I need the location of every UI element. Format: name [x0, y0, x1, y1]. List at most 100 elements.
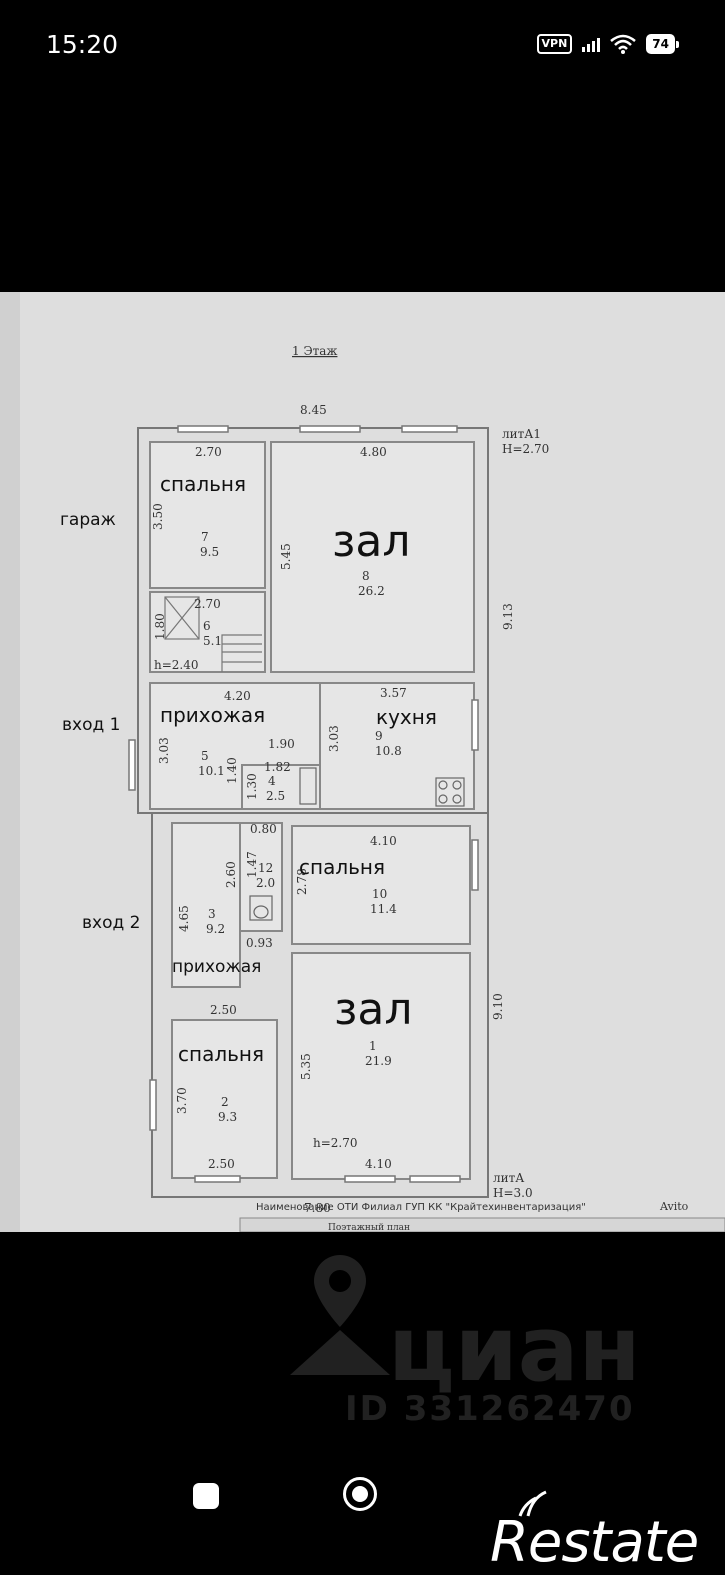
dim-913: 9.13 — [501, 603, 515, 630]
garage-label: гараж — [60, 510, 116, 530]
room-7-area: 9.5 — [200, 545, 219, 559]
room-5-number: 5 — [201, 749, 209, 763]
dim-080: 0.80 — [250, 822, 277, 836]
lit-a-height: H=3.0 — [493, 1186, 533, 1200]
room-2-area: 9.3 — [218, 1110, 237, 1124]
dim-250b: 2.50 — [208, 1157, 235, 1171]
floor-plan-sheet: 1 Этаж 8.45 литА1 H=2.70 2.70 4.80 3.50 … — [0, 292, 725, 1232]
room-8-number: 8 — [362, 569, 370, 583]
dim-093: 0.93 — [246, 936, 273, 950]
sheet-edge — [0, 292, 20, 1232]
room-10-number: 10 — [372, 887, 387, 901]
room-1-name: зал — [334, 984, 412, 1035]
toilet-icon — [249, 895, 273, 921]
dim-270b: 2.70 — [194, 597, 221, 611]
dim-top-total: 8.45 — [300, 403, 327, 417]
staircase — [164, 596, 262, 672]
room-7-name: спальня — [160, 472, 246, 496]
floor-plan: 1 Этаж 8.45 литА1 H=2.70 2.70 4.80 3.50 … — [60, 344, 725, 1232]
room-12-area: 2.0 — [256, 876, 275, 890]
recents-button[interactable] — [193, 1483, 219, 1509]
bath-icon — [299, 767, 317, 805]
room-10-name: спальня — [299, 855, 385, 879]
wifi-icon — [610, 34, 637, 54]
dim-147: 1.47 — [245, 851, 259, 878]
room-3-area: 9.2 — [206, 922, 225, 936]
avito-watermark: Avito — [659, 1200, 689, 1213]
window — [471, 699, 479, 751]
dim-545: 5.45 — [279, 543, 293, 570]
room-10-outline — [291, 825, 471, 945]
cian-person-icon — [290, 1330, 390, 1375]
window — [299, 425, 361, 433]
room-9-name: кухня — [376, 705, 437, 729]
dim-bottom-total: 7.80 — [304, 1201, 331, 1215]
clock: 15:20 — [46, 30, 119, 59]
room-3-name: прихожая — [172, 957, 261, 977]
dim-303a: 3.03 — [157, 737, 171, 764]
dim-303b: 3.03 — [327, 725, 341, 752]
lit-a1-label: литА1 — [502, 427, 541, 441]
home-button[interactable] — [343, 1477, 377, 1511]
room-1-area: 21.9 — [365, 1054, 392, 1068]
room-4-number: 4 — [268, 774, 276, 788]
window — [194, 1175, 241, 1183]
lit-a-label: литА — [493, 1171, 524, 1185]
restate-logo: Restate — [490, 1510, 699, 1575]
room-9-area: 10.8 — [375, 744, 402, 758]
room-10-area: 11.4 — [370, 902, 397, 916]
room-5-area: 10.1 — [198, 764, 225, 778]
signal-icon — [582, 36, 601, 52]
height-240: h=2.40 — [154, 658, 199, 672]
window — [149, 1079, 157, 1131]
stove-icon — [435, 777, 465, 807]
restate-signal-icon — [518, 1490, 547, 1517]
dim-350: 3.50 — [151, 503, 165, 530]
battery-level: 74 — [646, 34, 675, 54]
dim-410a: 4.10 — [370, 834, 397, 848]
title-block-line1: Наименование ОТИ Филиал ГУП КК "Крайтехи… — [256, 1202, 586, 1213]
window — [128, 739, 136, 791]
dim-190: 1.90 — [268, 737, 295, 751]
dim-465: 4.65 — [177, 905, 191, 932]
window — [344, 1175, 396, 1183]
room-3-number: 3 — [208, 907, 216, 921]
room-4-outline — [241, 764, 321, 810]
floor-label: 1 Этаж — [292, 344, 337, 358]
room-1-number: 1 — [369, 1039, 377, 1053]
dim-270a: 2.70 — [195, 445, 222, 459]
dim-535: 5.35 — [299, 1053, 313, 1080]
height-270: h=2.70 — [313, 1136, 358, 1150]
dim-140: 1.40 — [225, 757, 239, 784]
lit-a1-height: H=2.70 — [502, 442, 549, 456]
room-6-number: 6 — [203, 619, 211, 633]
cian-id: ID 331262470 — [345, 1389, 635, 1429]
room-8-outline — [270, 441, 475, 673]
room-3-outline — [171, 822, 241, 988]
cian-watermark: циан ID 331262470 — [290, 1255, 641, 1429]
dim-130: 1.30 — [245, 773, 259, 800]
room-8-area: 26.2 — [358, 584, 385, 598]
room-2-name: спальня — [178, 1042, 264, 1066]
title-block-line2: Поэтажный план — [328, 1223, 410, 1232]
vpn-icon: VPN — [536, 34, 573, 54]
dim-260: 2.60 — [224, 861, 238, 888]
room-8-name: зал — [332, 516, 410, 567]
dim-182: 1.82 — [264, 760, 291, 774]
title-block: Наименование ОТИ Филиал ГУП КК "Крайтехи… — [239, 1200, 725, 1232]
room-1-outline — [291, 952, 471, 1180]
room-4-area: 2.5 — [266, 789, 285, 803]
outer-wall-lower — [151, 813, 489, 1198]
room-7-outline — [149, 441, 266, 589]
room-5-name: прихожая — [160, 703, 265, 727]
dim-910: 9.10 — [491, 993, 505, 1020]
room-12-number: 12 — [258, 861, 273, 875]
dim-480: 4.80 — [360, 445, 387, 459]
dim-250a: 2.50 — [210, 1003, 237, 1017]
status-icons: VPN 74 — [536, 33, 679, 55]
dim-278: 2.78 — [295, 868, 309, 895]
dim-370: 3.70 — [175, 1087, 189, 1114]
dim-420: 4.20 — [224, 689, 251, 703]
cian-brand: циан — [388, 1297, 641, 1402]
room-6-outline — [149, 591, 266, 673]
